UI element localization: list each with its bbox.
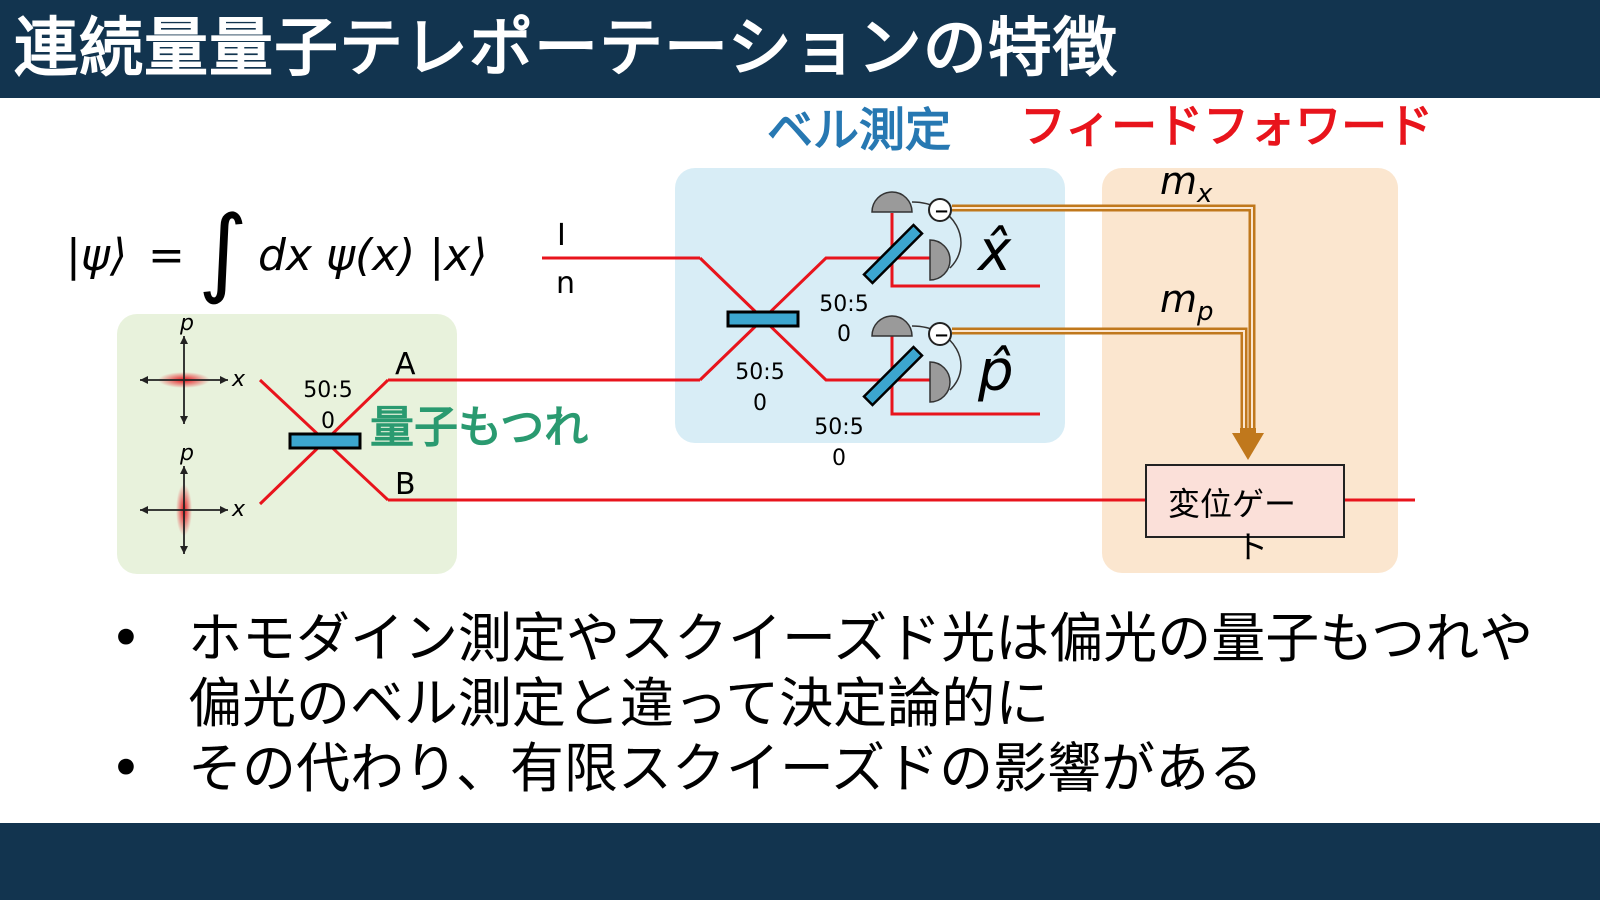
bell-beam-splitter [726,310,800,328]
homodyne-x-detectors: − [871,191,962,281]
mp-label: mp [1160,277,1214,327]
detector-p-right-icon [929,361,951,403]
beam-bell-cross-2 [698,256,892,382]
bullet-marker-1: • [110,607,142,670]
arrow-left-1 [140,376,148,384]
subtractor-p-icon [928,322,952,346]
beam-homodyne-x-lo [890,258,1040,288]
input-label-line1: I [557,218,566,253]
detector-p-wire [911,325,962,391]
bullet-list: • ホモダイン測定やスクイーズド光は偏光の量子もつれや偏光のベル測定と違って決定… [110,606,1570,801]
homodyne-p-splitter [862,345,924,407]
equation-integral: ∫ [198,195,248,307]
state-equation: |ψ⟩ = ∫ dx ψ(x) |x⟩ [66,195,487,307]
input-label-line2: n [556,266,575,301]
squeezed-state-p-icon: x p [140,441,246,554]
equation-body: dx ψ(x) |x⟩ [258,230,487,281]
beam-bell-cross-1 [698,256,902,382]
classical-mx-inner [952,207,1253,434]
displacement-gate-label-line2: ト [1236,528,1268,566]
displacement-gate-label-line1: 変位ゲー [1168,485,1296,523]
axis-label-x-2: x [231,497,246,522]
mode-b-label: B [395,467,416,502]
subtractor-x-minus: − [934,201,949,222]
equation-equals: = [148,230,185,281]
ratio-bell-1: 50:5 [735,360,784,385]
beam-homodyne-p-lo [890,380,1040,416]
bullet-item-1: • ホモダイン測定やスクイーズド光は偏光の量子もつれや偏光のベル測定と違って決定… [110,606,1570,736]
arrow-up-2 [180,466,188,474]
axis-label-p-2: p [179,441,194,466]
axis-label-x-1: x [231,367,246,392]
teleportation-diagram: ベル測定 フィードフォワード |ψ⟩ = ∫ dx ψ(x) |x⟩ I n [66,99,1433,574]
detector-x-right-icon [929,239,951,281]
title-bar: 連続量量子テレポーテーションの特徴 [0,0,1600,98]
ratio-source-1: 50:5 [303,378,352,403]
bullet-text-2: その代わり、有限スクイーズドの影響がある [188,737,1264,800]
homodyne-x-splitter [862,223,924,285]
detector-p-top-icon [871,315,913,337]
bullet-item-2: • その代わり、有限スクイーズドの影響がある [110,736,1570,801]
feedforward-header: フィードフォワード [1020,99,1433,153]
bell-measurement-box [675,168,1065,443]
axis-label-p-1: p [179,311,194,336]
arrow-up-1 [180,336,188,344]
arrow-down-1 [180,416,188,424]
equation-ket: |ψ⟩ [66,230,127,281]
mode-a-label: A [395,347,416,382]
bell-measurement-header: ベル測定 [767,103,951,157]
mp-label-base: m [1160,277,1197,321]
arrow-left-2 [140,506,148,514]
displacement-gate-box [1145,464,1345,538]
feedforward-arrowhead [1232,433,1264,460]
mx-label-base: m [1160,159,1197,203]
mx-label-sub: x [1196,179,1213,209]
mp-label-sub: p [1196,297,1214,327]
ratio-source-2: 0 [321,409,335,434]
arrow-down-2 [180,546,188,554]
measurement-x-label: x̂ [976,219,1012,284]
ratio-homodyne-p-2: 0 [832,446,846,471]
ratio-homodyne-x-2: 0 [837,322,851,347]
ratio-bell-2: 0 [753,391,767,416]
classical-channels [952,204,1264,460]
arrow-right-1 [220,376,228,384]
classical-mp-inner [952,330,1245,434]
splitter-ratios: 50:5 0 50:5 0 50:5 0 50:5 0 [303,292,868,471]
squeezed-state-x-icon: x p [140,311,246,424]
mx-label: mx [1160,159,1213,209]
entanglement-label: 量子もつれ [370,402,588,453]
ratio-homodyne-x-1: 50:5 [819,292,868,317]
detector-x-top-icon [871,191,913,213]
measurement-p-label: p̂ [977,339,1014,404]
source-beam-splitter [288,432,362,450]
homodyne-p-detectors: − [871,315,962,403]
arrow-right-2 [220,506,228,514]
bullet-text-1: ホモダイン測定やスクイーズド光は偏光の量子もつれや偏光のベル測定と違って決定論的… [188,607,1534,735]
subtractor-p-minus: − [934,325,949,346]
ratio-homodyne-p-1: 50:5 [814,415,863,440]
slide-title: 連続量量子テレポーテーションの特徴 [14,12,1118,86]
footer-bar [0,823,1600,900]
bullet-marker-2: • [110,737,142,800]
detector-x-wire [911,201,962,269]
subtractor-x-icon [928,198,952,222]
